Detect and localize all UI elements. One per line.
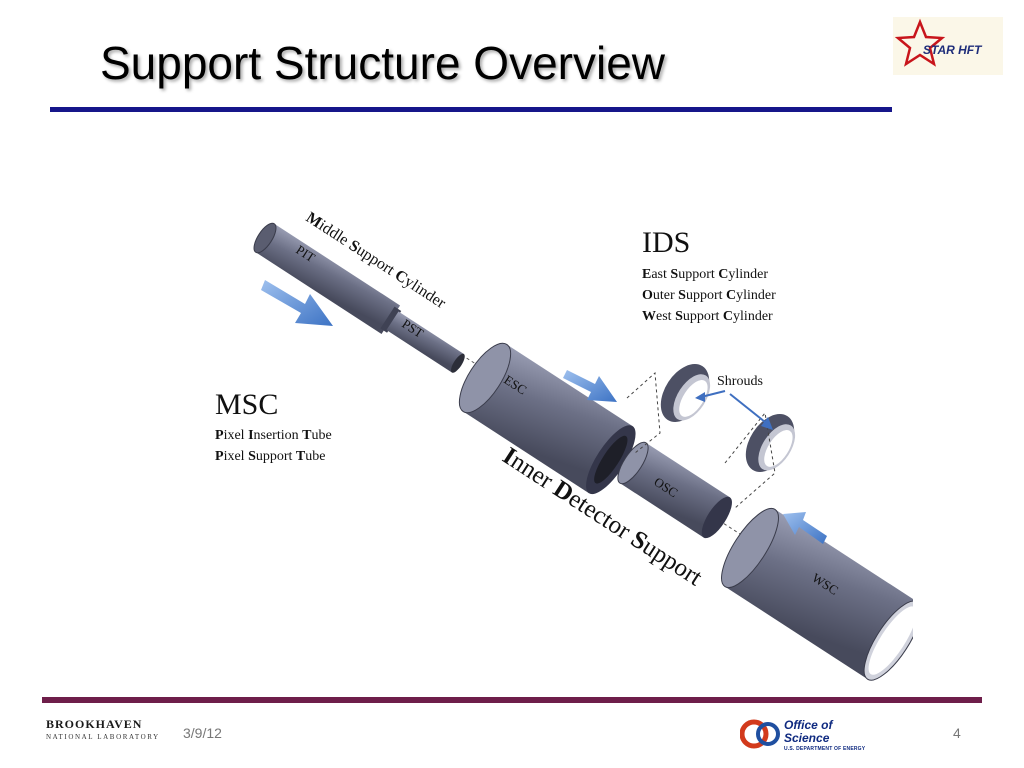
brookhaven-logo-sub: NATIONAL LABORATORY	[46, 733, 160, 741]
shroud-lower	[745, 414, 796, 472]
pit-pst-cylinder	[253, 222, 465, 373]
brookhaven-logo-name: BROOKHAVEN	[46, 717, 143, 731]
osc-cylinder	[617, 441, 732, 539]
footer-divider	[42, 697, 982, 703]
title-underline	[50, 107, 892, 112]
star-hft-logo: STAR HFT	[893, 17, 1003, 75]
ids-item-west-i2: S	[675, 309, 683, 324]
osc-shroud-dashed-link	[724, 411, 776, 509]
ids-item-east-i1: E	[642, 267, 651, 282]
ids-item-west-t2: upport	[683, 309, 723, 324]
msc-item-pst-i1: P	[215, 449, 224, 464]
esc-shroud-dashed-link	[626, 371, 661, 454]
msc-heading: MSC	[215, 388, 278, 421]
ids-item-outer-t2: upport	[686, 288, 726, 303]
shroud-pointer-lower	[729, 393, 771, 427]
msc-item-pit-i1: P	[215, 428, 224, 443]
ids-item-west-t3: ylinder	[733, 309, 773, 324]
msc-item-pst-i2: S	[248, 449, 256, 464]
ids-item-outer-i3: C	[726, 288, 736, 303]
msc-item-pst: Pixel Support Tube	[215, 449, 325, 464]
support-structure-diagram: IDS East Support Cylinder Outer Support …	[205, 208, 913, 700]
brookhaven-logo: BROOKHAVEN NATIONAL LABORATORY	[46, 717, 160, 741]
msc-item-pst-t2: upport	[256, 449, 296, 464]
ids-item-east-t3: ylinder	[728, 267, 768, 282]
msc-item-pst-i3: T	[296, 449, 306, 464]
msc-item-pst-t3: ube	[305, 449, 325, 464]
ids-item-east: East Support Cylinder	[642, 267, 768, 282]
msc-item-pit-t3: ube	[311, 428, 331, 443]
ids-heading: IDS	[642, 226, 690, 259]
ids-item-east-t1: ast	[651, 267, 670, 282]
doe-swirl-red-icon	[740, 719, 769, 749]
ids-item-outer-i2: S	[678, 288, 686, 303]
msc-item-pit-t2: nsertion	[254, 428, 303, 443]
ids-item-west-i1: W	[642, 309, 656, 324]
doe-line1: Office of	[784, 718, 833, 732]
doe-line2: Science	[784, 731, 830, 745]
shroud-upper	[660, 364, 711, 422]
ids-item-east-t2: upport	[678, 267, 718, 282]
doe-office-of-science-logo: Office of Science U.S. DEPARTMENT OF ENE…	[740, 716, 865, 752]
ids-item-outer-i1: O	[642, 288, 653, 303]
esc-insert-arrow-icon	[563, 370, 617, 402]
page-number: 4	[953, 725, 961, 741]
msc-item-pit-i3: T	[302, 428, 312, 443]
doe-swirl-blue-icon	[756, 722, 780, 746]
shroud-pointer-upper-head	[695, 392, 705, 402]
pit-insert-arrow-icon	[261, 280, 333, 326]
esc-cylinder	[458, 342, 636, 495]
star-hft-logo-text: STAR HFT	[923, 43, 983, 57]
red-star-icon	[894, 18, 946, 67]
msc-item-pit: Pixel Insertion Tube	[215, 428, 332, 443]
slide-date: 3/9/12	[183, 725, 222, 741]
ids-item-outer: Outer Support Cylinder	[642, 288, 776, 303]
ids-item-outer-t1: uter	[653, 288, 678, 303]
wsc-insert-arrow-icon	[783, 512, 827, 544]
ids-item-west-i3: C	[723, 309, 733, 324]
shroud-pointer-lower-head	[761, 417, 773, 430]
doe-line3: U.S. DEPARTMENT OF ENERGY	[784, 746, 866, 752]
shrouds-label: Shrouds	[717, 374, 763, 389]
ids-item-east-i2: S	[670, 267, 678, 282]
ids-item-outer-t3: ylinder	[736, 288, 776, 303]
ids-item-west: West Support Cylinder	[642, 309, 773, 324]
msc-item-pit-i2: I	[248, 428, 253, 443]
ids-item-west-t1: est	[656, 309, 675, 324]
ids-item-east-i3: C	[718, 267, 728, 282]
slide-title: Support Structure Overview	[100, 37, 666, 89]
wsc-cylinder	[721, 507, 913, 681]
msc-item-pst-t1: ixel	[224, 449, 249, 464]
msc-item-pit-t1: ixel	[224, 428, 249, 443]
